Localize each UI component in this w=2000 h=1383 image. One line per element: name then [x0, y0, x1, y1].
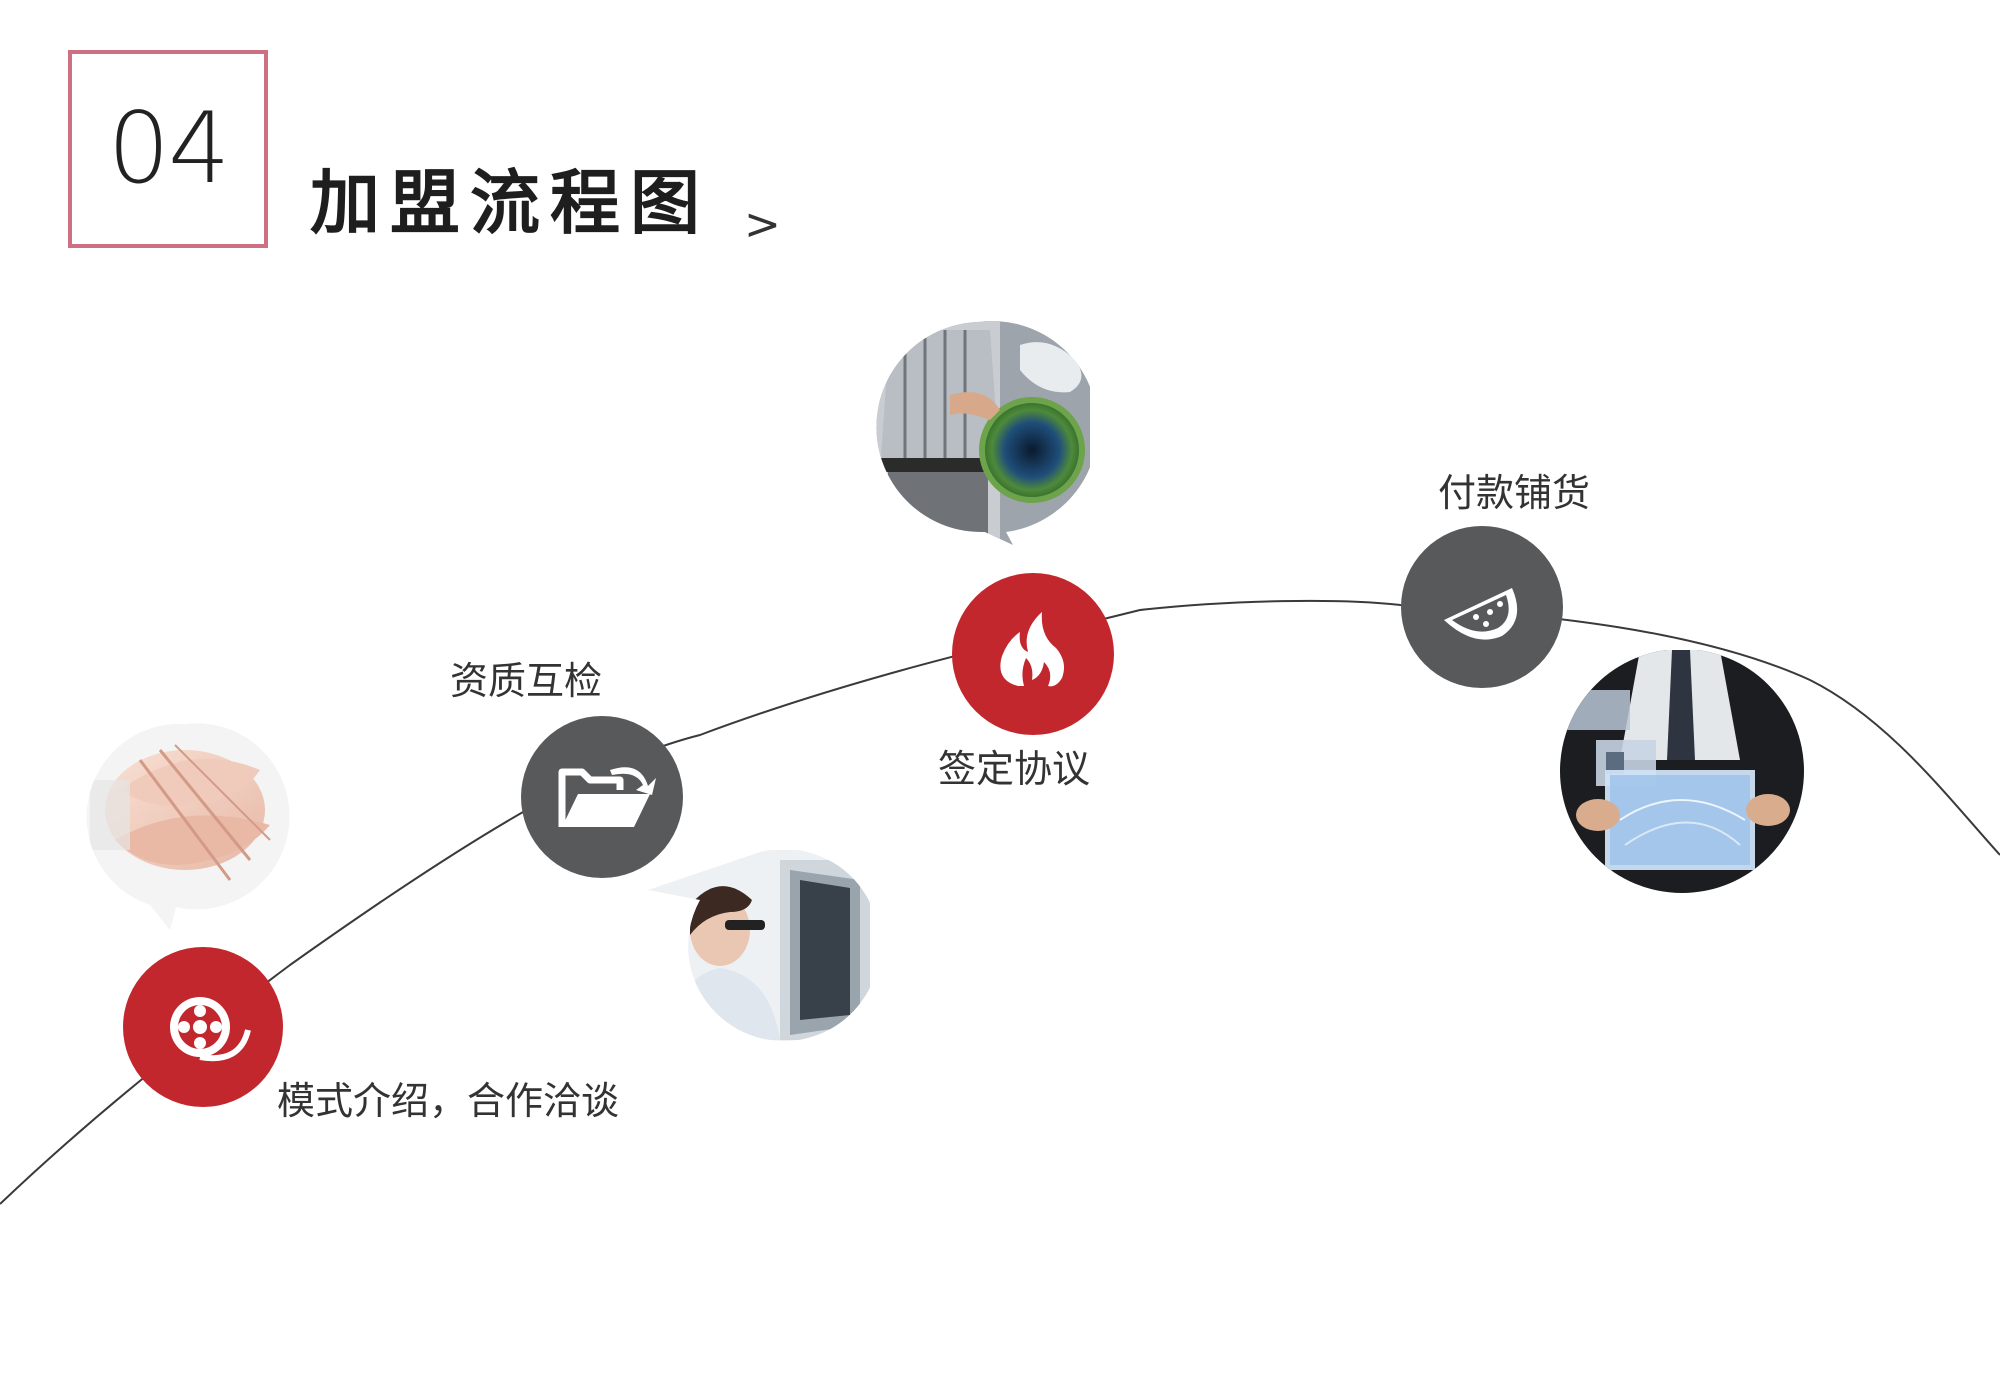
step-2-label: 资质互检 — [450, 659, 603, 703]
businessman-tablet-photo — [1560, 650, 1804, 893]
film-reel-icon — [170, 997, 251, 1062]
step-3-node — [952, 573, 1114, 735]
watermelon-slice-icon — [1444, 588, 1518, 640]
chevron-right-icon: > — [744, 199, 781, 250]
woman-at-computer-photo — [648, 850, 870, 1041]
section-number-box: 04 — [68, 50, 268, 248]
step-4-label: 付款铺货 — [1438, 471, 1591, 515]
flame-icon — [1000, 612, 1064, 687]
step-2-node — [521, 716, 683, 878]
open-folder-icon — [558, 767, 656, 827]
page-title: 加盟流程图 — [310, 162, 710, 244]
hands-together-photo — [86, 723, 290, 930]
step-3-label: 签定协议 — [938, 747, 1091, 791]
businessman-globe-photo — [876, 321, 1090, 545]
step-1-label: 模式介绍，合作洽谈 — [277, 1079, 620, 1123]
section-number: 04 — [107, 92, 231, 206]
step-4-node — [1401, 526, 1563, 688]
step-1-node — [123, 947, 283, 1107]
